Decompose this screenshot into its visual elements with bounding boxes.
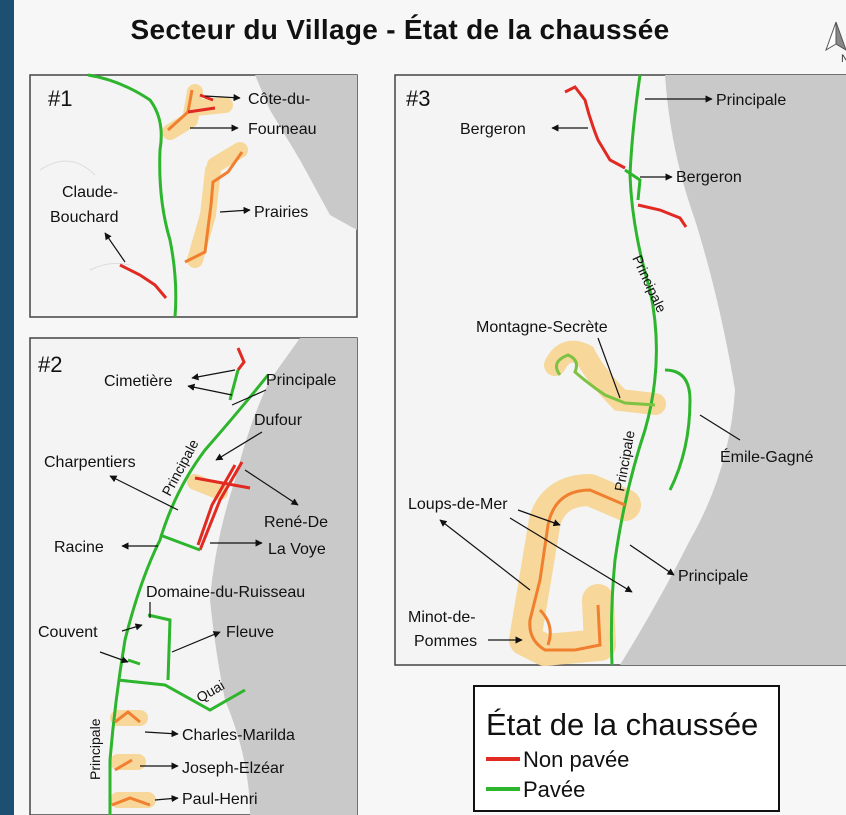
panel-3-label: #3 (406, 86, 430, 111)
panel-3-bergeron-road-a (564, 85, 626, 170)
label-principale-2c: Principale (87, 718, 103, 780)
label-bergeron-b: Bergeron (676, 169, 742, 186)
panel-2-quai-road (117, 678, 246, 712)
legend-box (473, 685, 780, 812)
map-title: Secteur du Village - État de la chaussée (130, 14, 670, 45)
panel-1-label: #1 (48, 86, 72, 111)
legend-label-unpaved: Non pavée (523, 747, 629, 772)
label-bergeron-a: Bergeron (460, 121, 526, 138)
label-paul-henri: Paul-Henri (182, 791, 258, 808)
legend-title: État de la chaussée (486, 707, 758, 742)
panel-3-loups-de-mer-road (528, 488, 626, 652)
panel-3-principale-road (609, 74, 658, 666)
label-cimetiere: Cimetière (104, 373, 173, 390)
label-claude: Claude- (62, 184, 118, 201)
panel-1-water (255, 75, 357, 230)
label-fleuve: Fleuve (226, 624, 274, 641)
label-principale-2a: Principale (266, 372, 336, 389)
label-domaine-du-ruisseau: Domaine-du-Ruisseau (146, 584, 305, 601)
panel-1-claude-bouchard-road (119, 263, 168, 299)
panel-2: #2 Cimetière Principale Dufour Charpenti… (29, 337, 358, 815)
panel-1-prairies-road (184, 151, 244, 264)
panel-1-highlight (162, 84, 248, 268)
label-emile-gagne: Émile-Gagné (720, 447, 813, 466)
label-joseph-elzear: Joseph-Elzéar (182, 760, 285, 777)
legend-label-paved: Pavée (523, 777, 585, 802)
panel-2-joseph-elzear-road (114, 758, 133, 772)
panel-2-highlight (110, 474, 228, 808)
panel-2-water (210, 338, 357, 815)
panel-3-bergeron-road-b (637, 203, 688, 228)
panel-3-water (620, 75, 846, 665)
label-cote-du: Côte-du- (248, 91, 310, 108)
label-pommes: Pommes (414, 633, 477, 650)
label-charles-marilda: Charles-Marilda (182, 727, 295, 744)
panel-2-cimetiere-road (236, 347, 246, 371)
label-principale-3a: Principale (716, 92, 786, 109)
panel-3: #3 Principale Bergeron Bergeron Principa… (394, 74, 846, 666)
label-rene-de: René-De (264, 514, 328, 531)
panel-2-charpentiers-road (194, 476, 251, 490)
panel-2-charles-marilda-road (114, 710, 141, 724)
panel-3-montagne-secrete-road (554, 353, 656, 407)
panel-2-label: #2 (38, 352, 62, 377)
panel-1: #1 Côte-du- Fourneau Prairies Claude- Bo… (29, 73, 358, 318)
panel-2-principale-road (108, 374, 270, 815)
panel-2-rene-de-la-voye-road (198, 461, 244, 551)
north-label: N (841, 53, 846, 65)
north-arrow-icon: N (825, 21, 846, 65)
panel-3-highlight-a (544, 340, 666, 415)
label-la-voye: La Voye (268, 541, 326, 558)
label-loups-de-mer: Loups-de-Mer (408, 496, 508, 513)
label-couvent: Couvent (38, 624, 98, 641)
label-bouchard: Bouchard (50, 209, 119, 226)
panel-2-couvent-road (127, 658, 141, 666)
label-racine: Racine (54, 539, 104, 556)
label-prairies: Prairies (254, 204, 308, 221)
panel-1-principale-road (87, 73, 178, 318)
panel-2-domaine-road (147, 613, 172, 681)
panel-2-paul-henri-road (111, 796, 151, 807)
label-charpentiers: Charpentiers (44, 454, 136, 471)
panel-2-racine-road (159, 533, 201, 552)
panel-3-emile-gagne-road (664, 368, 692, 491)
label-principale-3d: Principale (678, 568, 748, 585)
label-minot-de: Minot-de- (408, 609, 476, 626)
legend: État de la chaussée Non pavée Pavée (473, 685, 780, 812)
label-montagne-secrete: Montagne-Secrète (476, 319, 608, 336)
label-dufour: Dufour (254, 412, 303, 429)
label-fourneau: Fourneau (248, 121, 317, 138)
